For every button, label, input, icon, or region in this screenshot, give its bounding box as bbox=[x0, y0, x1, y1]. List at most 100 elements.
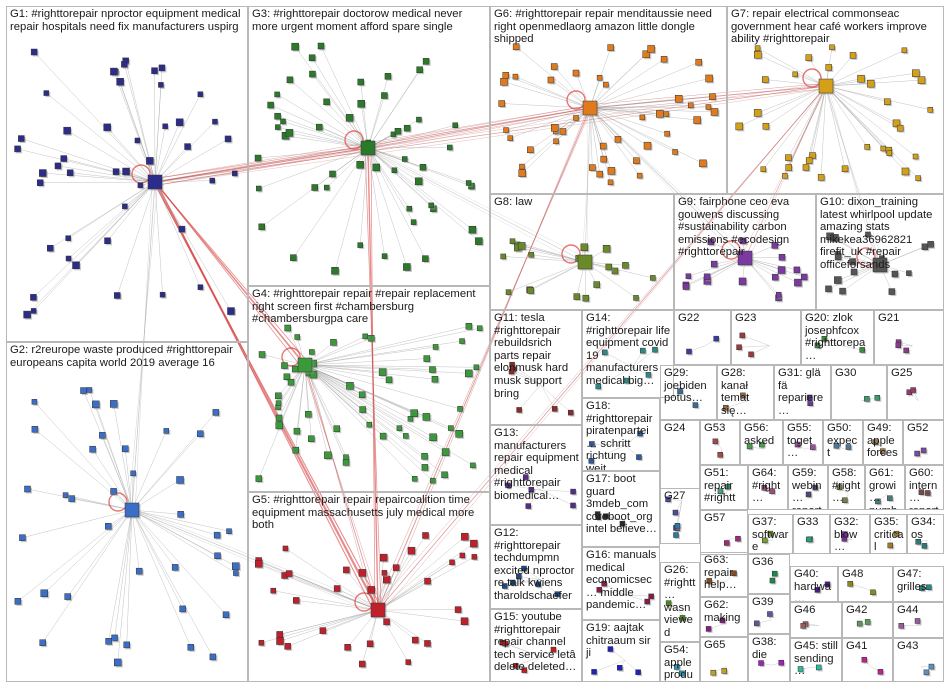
hub-node-g10 bbox=[872, 257, 888, 273]
edge-g23 bbox=[739, 345, 770, 348]
node-g12 bbox=[509, 579, 516, 586]
node-g1 bbox=[232, 170, 238, 177]
group-label-g31: G31: glä fä repariere… bbox=[778, 367, 824, 417]
node-g1 bbox=[43, 90, 50, 96]
node-g4 bbox=[283, 373, 291, 381]
edge-g3 bbox=[285, 135, 369, 149]
edge-g23 bbox=[742, 335, 770, 346]
edge-g5 bbox=[279, 609, 379, 635]
edge-g2 bbox=[131, 430, 167, 511]
node-g7 bbox=[912, 69, 920, 77]
edge-g5 bbox=[362, 609, 379, 665]
node-g44 bbox=[914, 618, 921, 624]
node-g1 bbox=[72, 261, 80, 270]
edge-g1 bbox=[154, 94, 201, 183]
node-g1 bbox=[30, 294, 37, 301]
edge-g4 bbox=[304, 358, 427, 366]
edge-g7 bbox=[739, 85, 827, 127]
node-g15 bbox=[521, 667, 528, 673]
group-panel-g33: G33 bbox=[793, 514, 830, 554]
node-g2 bbox=[64, 593, 71, 600]
edge-g14 bbox=[632, 349, 656, 368]
group-label-g10: G10: dixon_training latest whirlpool upd… bbox=[820, 196, 933, 271]
group-panel-g5: G5: #righttorepair repair repaircoalitio… bbox=[248, 492, 490, 682]
edge-g2 bbox=[131, 509, 183, 610]
node-g2 bbox=[123, 641, 130, 649]
node-g41 bbox=[877, 669, 884, 675]
group-panel-g7: G7: repair electrical commonseac governm… bbox=[727, 6, 944, 194]
node-g56 bbox=[759, 441, 765, 448]
edge-g5 bbox=[289, 573, 379, 611]
node-g17 bbox=[619, 521, 626, 527]
node-g4 bbox=[309, 349, 315, 355]
node-g6 bbox=[512, 43, 520, 50]
edge-g4 bbox=[304, 364, 433, 370]
node-g4 bbox=[423, 355, 431, 362]
node-g2 bbox=[135, 567, 143, 575]
node-g62 bbox=[719, 617, 726, 624]
edge-g3 bbox=[293, 147, 369, 258]
node-g6 bbox=[695, 58, 702, 66]
self-loop-g9 bbox=[721, 240, 741, 260]
node-g4 bbox=[421, 453, 428, 460]
group-panel-g10: G10: dixon_training latest whirlpool upd… bbox=[816, 194, 944, 310]
node-g4 bbox=[407, 416, 414, 422]
node-g62 bbox=[705, 626, 712, 632]
node-g3 bbox=[403, 263, 411, 271]
node-g5 bbox=[270, 587, 276, 594]
inter-group-edge-g6-g9 bbox=[592, 110, 743, 262]
edge-g3 bbox=[367, 147, 414, 223]
group-label-g65: G65 bbox=[704, 639, 726, 651]
group-label-g14: G14: #righttorepair life equipment covid… bbox=[586, 312, 671, 387]
node-g3 bbox=[394, 127, 402, 135]
node-g17 bbox=[603, 513, 609, 519]
group-panel-g12: G12: #righttorepair techdumpmn excited n… bbox=[490, 525, 582, 609]
edge-g2 bbox=[42, 509, 133, 643]
node-g2 bbox=[179, 605, 186, 613]
group-panel-g56: G56: asked bbox=[740, 420, 783, 465]
node-g7 bbox=[915, 175, 921, 181]
edge-g1 bbox=[154, 84, 162, 183]
node-g4 bbox=[379, 432, 387, 440]
node-g6 bbox=[647, 45, 655, 53]
edge-g19 bbox=[593, 660, 625, 673]
edge-g2 bbox=[131, 509, 237, 574]
group-panel-g63: G63: repair help… bbox=[700, 552, 748, 597]
edge-g3 bbox=[367, 147, 473, 230]
group-panel-g48: G48 bbox=[838, 566, 893, 602]
node-g8 bbox=[509, 238, 516, 244]
edge-g1 bbox=[75, 181, 156, 266]
node-g8 bbox=[593, 281, 600, 288]
node-g5 bbox=[383, 618, 390, 626]
node-g7 bbox=[884, 98, 891, 105]
node-g1 bbox=[54, 162, 62, 170]
node-g7 bbox=[892, 119, 901, 128]
inter-group-edge-g6-g7 bbox=[586, 82, 830, 106]
node-g2 bbox=[214, 552, 221, 560]
node-g6 bbox=[693, 116, 701, 124]
edge-g7 bbox=[825, 85, 868, 147]
node-g4 bbox=[330, 339, 337, 346]
edge-g4 bbox=[304, 364, 390, 381]
group-panel-g27: G27 bbox=[660, 488, 700, 544]
group-label-g62: G62: making bbox=[704, 599, 741, 624]
node-g13 bbox=[525, 503, 532, 509]
node-g3 bbox=[324, 184, 330, 191]
node-g50 bbox=[845, 444, 852, 450]
node-g6 bbox=[656, 110, 664, 118]
node-g9 bbox=[682, 283, 690, 290]
node-g4 bbox=[308, 435, 315, 442]
edge-g5 bbox=[287, 609, 379, 647]
node-g3 bbox=[447, 144, 453, 151]
edge-g3 bbox=[289, 132, 369, 149]
node-g9 bbox=[772, 273, 779, 281]
node-g6 bbox=[699, 159, 707, 168]
node-g2 bbox=[212, 409, 220, 416]
node-g4 bbox=[275, 392, 282, 400]
group-panel-g37: G37: software bbox=[748, 514, 793, 554]
edge-g5 bbox=[258, 563, 379, 611]
edge-g2 bbox=[65, 494, 133, 511]
edge-g23 bbox=[750, 345, 770, 355]
inter-group-edge-g3-g8 bbox=[370, 150, 583, 266]
edge-g5 bbox=[377, 536, 466, 611]
